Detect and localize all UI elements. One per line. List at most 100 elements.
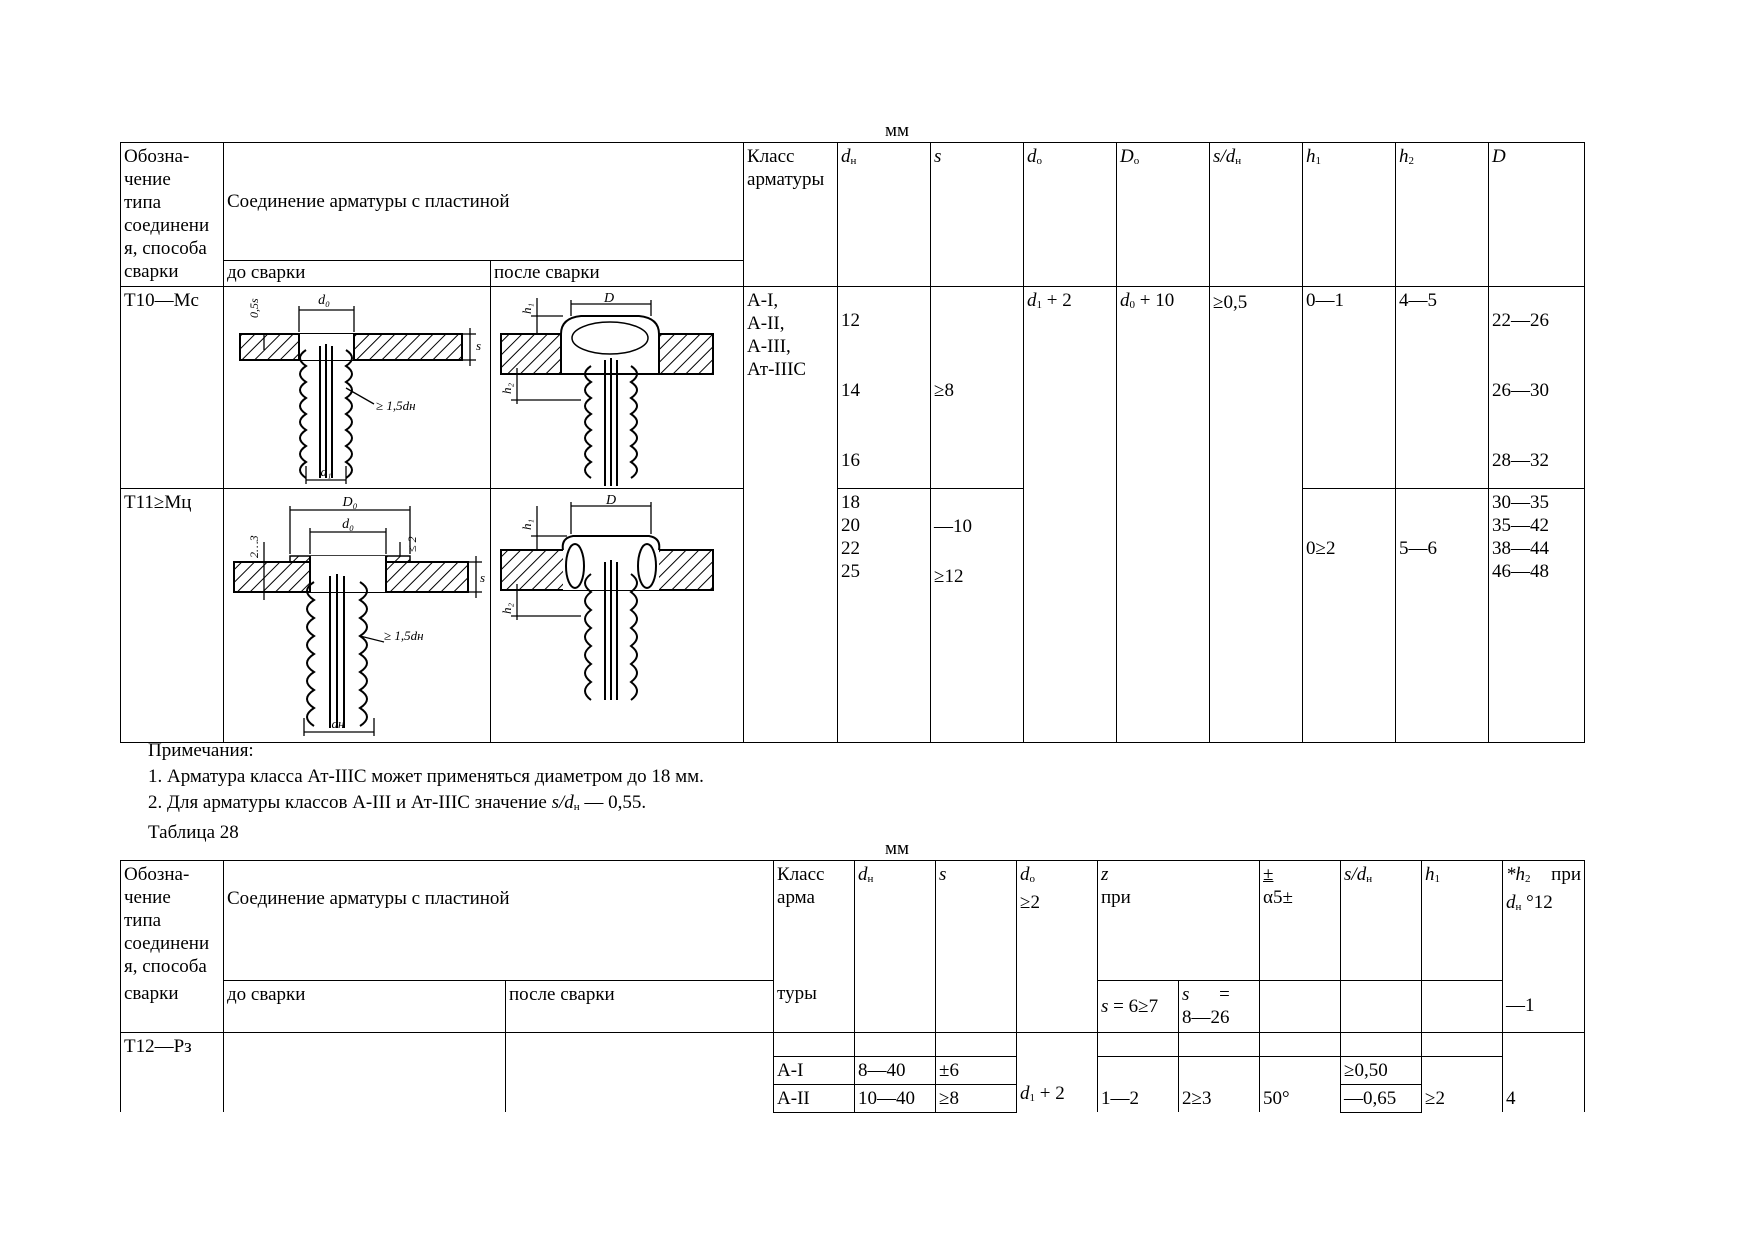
t1-row2-h2: 5—6 — [1395, 488, 1490, 743]
t1-header-before: до сварки — [223, 260, 491, 287]
note-1: 1. Арматура класса Ат-IIIС может применя… — [148, 766, 704, 787]
t2-row1-alpha-spacer — [1259, 1031, 1342, 1057]
t1-row1-h2: 4—5 — [1395, 286, 1490, 489]
t2-header-s-b: s =8—26 — [1178, 979, 1261, 1033]
notes-block: Примечания: 1. Арматура класса Ат-IIIС м… — [148, 738, 704, 846]
t1-row2-type: Т11≥Мц — [120, 488, 224, 743]
svg-text:h₂: h₂ — [499, 382, 514, 394]
t1-row1-sdn: ≥0,5 — [1209, 286, 1304, 743]
t2-row1-alpha: 50° — [1259, 1055, 1342, 1112]
svg-text:D: D — [603, 291, 614, 306]
t2-row1-z1: 1—2 — [1097, 1055, 1180, 1112]
t2-header-designation: Обозна- чение типа соединени я, способа — [120, 860, 224, 980]
t2-row1-s1: ±6 — [935, 1055, 1018, 1085]
t1-header-D0: Dо — [1116, 142, 1211, 287]
t2-header-h1: h1 — [1421, 860, 1504, 981]
t1-row1-type: Т10—Мс — [120, 286, 224, 489]
t1-header-connection: Соединение арматуры с пластиной — [222, 142, 745, 261]
t2-row1-z2: 2≥3 — [1178, 1055, 1261, 1112]
t1-row1-D: 22—26 26—30 28—32 — [1488, 286, 1586, 489]
t1-header-d0: dо — [1023, 142, 1118, 287]
table1: Обозна- чение типа соединени я, способа … — [120, 142, 1586, 743]
t1-row1-D0: d0 + 10 — [1116, 286, 1211, 743]
t1-row2-h1: 0≥2 — [1302, 488, 1397, 743]
t1-row2-s: —10 ≥12 — [930, 488, 1025, 743]
weld-before-figure-1: d₀ 0,5s s ≥ 1,5dн d₁ — [239, 293, 481, 484]
svg-text:h₂: h₂ — [499, 602, 514, 614]
notes-title: Примечания: — [148, 740, 254, 761]
t2-row1-class1: А-I — [773, 1055, 856, 1085]
t2-header-h2-bottom: —1 — [1502, 980, 1586, 1033]
weld-before-figure-2: D₀ d₀ 2…3 ≤ 2 s ≥ 1,5dн dн — [233, 495, 485, 736]
t1-header-h2: h2 — [1395, 142, 1490, 287]
t1-header-dn: dн — [837, 142, 932, 287]
svg-text:D: D — [605, 493, 616, 508]
t2-header-alpha: ±α5± — [1259, 860, 1342, 981]
table2-unit: мм — [884, 838, 910, 859]
t2-row1-d0: d1 + 2 — [1016, 1031, 1099, 1112]
t2-row1-fig-after — [504, 1031, 775, 1112]
t2-header-before: до сварки — [223, 979, 506, 1033]
t2-header-alpha-bottom — [1259, 979, 1342, 1033]
t2-row1-class-spacer — [773, 1031, 856, 1057]
svg-text:d₀: d₀ — [342, 517, 354, 532]
t2-header-connection: Соединение арматуры с пластиной — [222, 860, 775, 981]
svg-text:≥ 1,5dн: ≥ 1,5dн — [384, 628, 424, 643]
t1-row1-fig-after: D h₁ h₂ — [489, 286, 745, 489]
t2-header-s: s — [935, 860, 1018, 1033]
t1-header-D: D — [1488, 142, 1586, 287]
t1-header-after: после сварки — [489, 260, 745, 287]
t1-row2-fig-before: D₀ d₀ 2…3 ≤ 2 s ≥ 1,5dн dн — [223, 488, 491, 743]
t2-row1-s-spacer — [935, 1031, 1018, 1057]
t1-row1-h1: 0—1 — [1302, 286, 1397, 489]
t1-row1-d0: d1 + 2 — [1023, 286, 1118, 743]
t2-row1-type: Т12—Рз — [120, 1031, 224, 1112]
t1-row1-fig-before: d₀ 0,5s s ≥ 1,5dн d₁ — [223, 286, 491, 489]
t2-header-dn: dн — [854, 860, 937, 1033]
t2-row1-dn2: 10—40 — [854, 1083, 937, 1113]
t2-header-designation-bottom: сварки — [120, 980, 224, 1033]
t2-row1-sdn2: —0,65 — [1340, 1083, 1423, 1113]
svg-text:d₁: d₁ — [320, 464, 331, 479]
t2-header-sdn: s/dн — [1340, 860, 1423, 981]
note-2: 2. Для арматуры классов А-III и Ат-IIIС … — [148, 792, 647, 813]
t2-row1-dn-spacer — [854, 1031, 937, 1057]
t1-header-h1: h1 — [1302, 142, 1397, 287]
weld-after-figure-1: D h₁ h₂ — [499, 291, 714, 486]
t2-header-d0: dо≥2 — [1016, 860, 1099, 1033]
t1-row1-s: ≥8 — [930, 286, 1025, 489]
t2-row1-sdn1: ≥0,50 — [1340, 1055, 1423, 1085]
t2-row1-sdn-spacer — [1340, 1031, 1423, 1057]
t1-row2-fig-after: D h₁ h₂ — [489, 488, 745, 743]
svg-text:s: s — [476, 338, 481, 353]
t2-row1-h2: 4 — [1502, 1031, 1586, 1112]
t2-header-s-a: s = 6≥7 — [1097, 979, 1180, 1033]
t2-header-sdn-bottom — [1340, 979, 1423, 1033]
t2-row1-z2-spacer — [1178, 1031, 1261, 1057]
t2-header-h1-bottom — [1421, 979, 1504, 1033]
t1-header-s: s — [930, 142, 1025, 287]
t2-header-class-bottom: туры — [773, 980, 856, 1033]
svg-text:d₀: d₀ — [318, 293, 330, 308]
t2-row1-fig-before — [223, 1031, 506, 1112]
svg-text:s: s — [480, 570, 485, 585]
t1-row1-class: А-I, А-II, А-III, Ат-IIIС — [743, 286, 839, 743]
t1-row2-dn: 18 20 22 25 — [837, 488, 932, 743]
t2-row1-h1: ≥2 — [1421, 1055, 1504, 1112]
weld-after-figure-2: D h₁ h₂ — [499, 493, 714, 701]
table1-unit: мм — [884, 120, 910, 141]
svg-text:dн: dн — [332, 716, 345, 731]
t1-header-sdn: s/dн — [1209, 142, 1304, 287]
svg-text:0,5s: 0,5s — [247, 298, 261, 318]
t1-header-designation: Обозна- чение типа соединени я, способа … — [120, 142, 224, 287]
t1-row1-dn: 12 14 16 — [837, 286, 932, 489]
svg-text:≥ 1,5dн: ≥ 1,5dн — [376, 398, 416, 413]
t2-row1-s2: ≥8 — [935, 1083, 1018, 1113]
svg-text:h₁: h₁ — [519, 518, 534, 529]
t1-header-class: Класс арматуры — [743, 142, 839, 287]
svg-text:≤ 2: ≤ 2 — [405, 536, 419, 552]
svg-text:h₁: h₁ — [519, 302, 534, 313]
table-number: Таблица 28 — [148, 822, 239, 843]
svg-text:D₀: D₀ — [342, 495, 358, 510]
